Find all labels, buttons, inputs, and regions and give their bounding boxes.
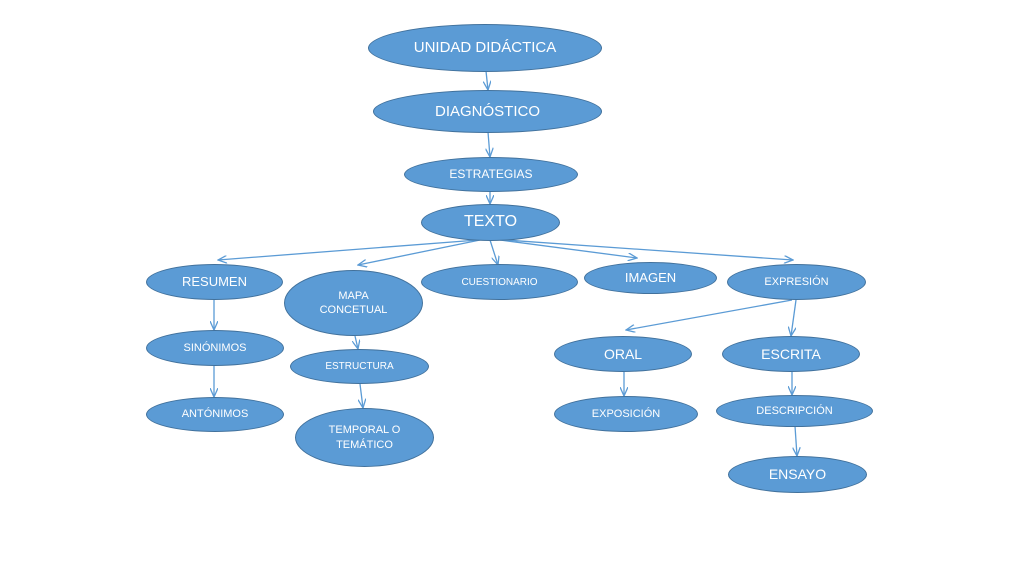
edge-expresion-escrita	[791, 299, 797, 336]
node-estrategias: ESTRATEGIAS	[404, 157, 578, 192]
edge-diagnostico-estrategias	[488, 131, 490, 157]
edge-descripcion-ensayo	[795, 425, 797, 456]
edge-texto-resumen	[218, 239, 479, 260]
node-descripcion: DESCRIPCIÓN	[716, 395, 873, 427]
node-temporal-tematico: TEMPORAL O TEMÁTICO	[295, 408, 434, 467]
node-antonimos: ANTÓNIMOS	[146, 397, 284, 432]
node-resumen: RESUMEN	[146, 264, 283, 300]
node-escrita: ESCRITA	[722, 336, 860, 372]
node-sinonimos: SINÓNIMOS	[146, 330, 284, 366]
node-estructura: ESTRUCTURA	[290, 349, 429, 384]
edge-unidad-diagnostico	[486, 70, 488, 90]
node-exposicion: EXPOSICIÓN	[554, 396, 698, 432]
edge-texto-cuestionario	[489, 239, 498, 265]
node-oral: ORAL	[554, 336, 692, 372]
edge-estructura-temporal	[360, 383, 363, 408]
node-imagen: IMAGEN	[584, 262, 717, 294]
edge-mapa-estructura	[355, 335, 358, 349]
edge-expresion-oral	[626, 299, 793, 330]
node-diagnostico: DIAGNÓSTICO	[373, 90, 602, 133]
node-cuestionario: CUESTIONARIO	[421, 264, 578, 300]
edge-texto-mapa	[358, 239, 481, 265]
node-texto: TEXTO	[421, 204, 560, 241]
node-ensayo: ENSAYO	[728, 456, 867, 493]
node-expresion: EXPRESIÓN	[727, 264, 866, 300]
node-mapa-concetual: MAPA CONCETUAL	[284, 270, 423, 336]
node-unidad-didactica: UNIDAD DIDÁCTICA	[368, 24, 602, 72]
edge-texto-expresion	[504, 239, 793, 260]
edge-texto-imagen	[499, 239, 637, 258]
